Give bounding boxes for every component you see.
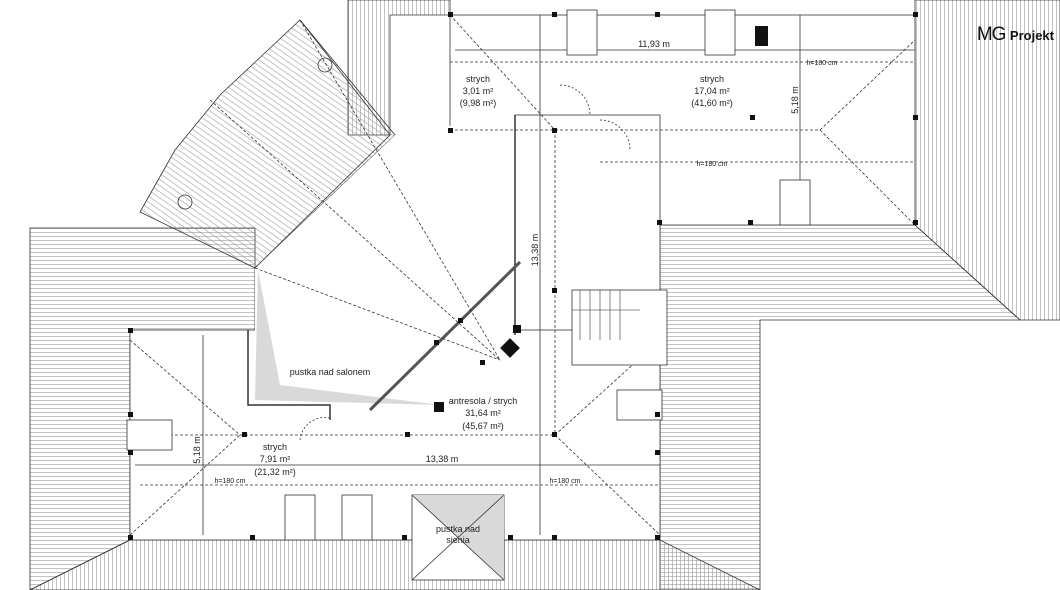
void-label: pustka nad bbox=[436, 524, 480, 534]
room-area: 31,64 m² bbox=[465, 408, 501, 418]
room-name: strych bbox=[700, 74, 724, 84]
void-label: pustka nad salonem bbox=[290, 367, 371, 377]
room-name: antresola / strych bbox=[449, 396, 518, 406]
mg-projekt-logo: MG Projekt bbox=[977, 24, 1054, 46]
height-label: h=180 cm bbox=[550, 478, 581, 485]
dimension-label: 5,18 m bbox=[192, 436, 202, 464]
logo-brand: MG bbox=[976, 24, 1007, 45]
room-total: (45,67 m²) bbox=[462, 421, 504, 431]
dimension-label: 5,18 m bbox=[790, 86, 800, 114]
roof-right bbox=[659, 224, 1022, 590]
room-total: (21,32 m²) bbox=[254, 467, 296, 477]
room-area: 17,04 m² bbox=[694, 86, 730, 96]
room-name: strych bbox=[263, 442, 287, 452]
staircase bbox=[571, 289, 668, 366]
room-area: 3,01 m² bbox=[463, 86, 494, 96]
roof-bottom bbox=[29, 539, 761, 590]
room-name: strych bbox=[466, 74, 490, 84]
columns bbox=[128, 12, 918, 540]
void-label: sienia bbox=[446, 535, 470, 545]
height-label: h=180 cm bbox=[807, 60, 838, 67]
room-area: 7,91 m² bbox=[260, 454, 291, 464]
dimension-label: 13,38 m bbox=[426, 454, 459, 464]
dimension-label: 11,93 m bbox=[638, 39, 670, 49]
dimension-label: 13,38 m bbox=[530, 234, 540, 267]
diagonal-area bbox=[255, 115, 515, 400]
room-total: (41,60 m²) bbox=[691, 98, 733, 108]
height-label: h=180 cm bbox=[215, 478, 246, 485]
logo-name: Projekt bbox=[1009, 28, 1054, 43]
wall bbox=[247, 330, 331, 420]
height-label: h=180 cm bbox=[697, 161, 728, 168]
room-total: (9,98 m²) bbox=[460, 98, 497, 108]
void-living-room bbox=[255, 270, 440, 405]
